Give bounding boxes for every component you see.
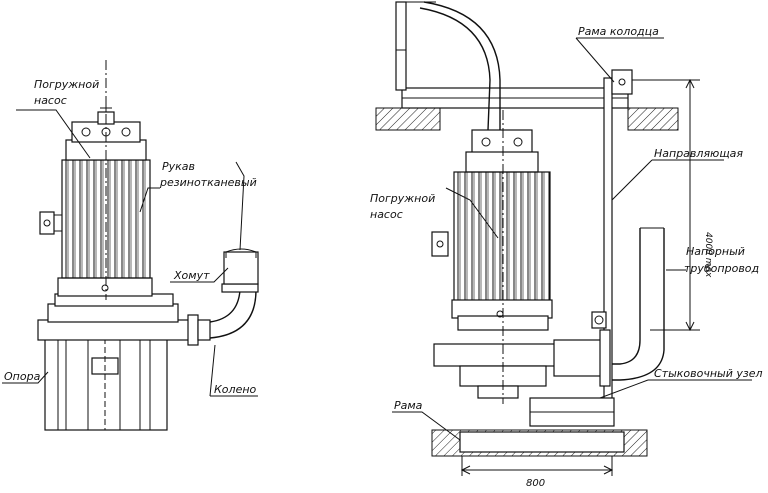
well-frame <box>375 1 679 131</box>
right-pump-label-line2: насос <box>370 208 403 221</box>
right-view <box>375 1 752 476</box>
guide-rail <box>603 69 633 421</box>
left-pump-label-line1: Погружной <box>34 78 99 91</box>
height-dimension-label: 4000 max <box>703 232 713 278</box>
pressure-pipe-label-line2: трубопровод <box>684 262 759 275</box>
left-pump-motor <box>39 60 151 300</box>
well-frame-label: Рама колодца <box>578 25 659 38</box>
right-leaders <box>392 37 752 441</box>
left-view <box>2 60 259 431</box>
width-dimension-label: 800 <box>526 478 545 489</box>
hose-label-line2: резинотканевый <box>159 176 257 189</box>
left-pump-label-line2: насос <box>34 94 67 107</box>
left-elbow-hose <box>187 248 259 346</box>
docking-unit-label: Стыковочный узел <box>654 367 763 380</box>
left-support <box>44 337 168 431</box>
hose-label-line1: Рукав <box>162 160 195 173</box>
left-volute <box>37 319 194 341</box>
elbow-label: Колено <box>214 383 257 396</box>
frame-label: Рама <box>394 399 423 412</box>
clamp-label: Хомут <box>173 269 210 282</box>
dimension-lines <box>460 78 700 476</box>
pressure-pipe-label-line1: Напорный <box>686 245 745 258</box>
docking-unit <box>529 311 615 427</box>
guide-label: Направляющая <box>654 147 743 160</box>
base-frame <box>431 429 648 457</box>
right-pump <box>431 110 557 404</box>
power-cable <box>419 7 491 131</box>
pressure-pipe <box>612 227 665 381</box>
support-label: Опора <box>4 370 41 383</box>
left-leaders <box>2 109 258 397</box>
right-pump-label-line1: Погружной <box>370 192 435 205</box>
